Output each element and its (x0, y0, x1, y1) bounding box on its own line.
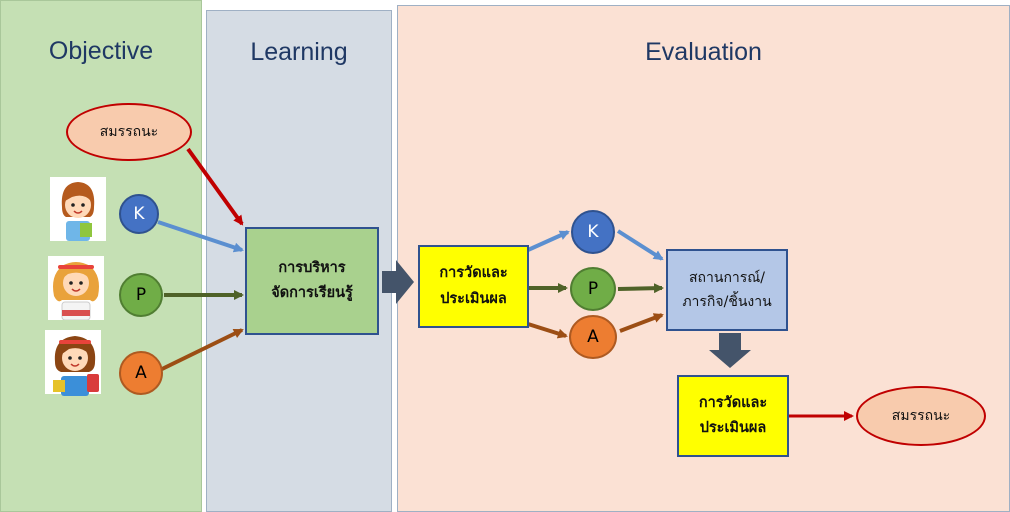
measurement-box-1: การวัดและ ประเมินผล (418, 245, 529, 328)
measurement-2-line-1: การวัดและ (698, 394, 768, 411)
situation-line-1: สถานการณ์/ (688, 269, 765, 286)
arrow-a-to-situation (619, 313, 664, 333)
block-arrow-down (709, 333, 751, 368)
situation-line-2: ภารกิจ/ชิ้นงาน (682, 294, 772, 310)
block-arrow-right (382, 260, 414, 304)
competency-ellipse-top: สมรรถนะ (66, 103, 192, 161)
p-circle-left: P (119, 273, 163, 317)
learning-management-box: การบริหาร จัดการเรียนรู้ (245, 227, 379, 335)
arrow-measure-to-a (527, 322, 568, 339)
p-circle-right: P (570, 267, 616, 311)
student-girl-3-icon (45, 330, 101, 396)
arrow-competency-to-learning (186, 147, 244, 226)
k-circle-left: K (119, 194, 159, 234)
arrow-k-to-situation (616, 229, 664, 261)
learning-management-line-1: การบริหาร (278, 259, 346, 276)
arrow-p-to-situation (617, 283, 664, 294)
arrow-a-to-learning (159, 328, 244, 372)
learning-management-line-2: จัดการเรียนรู้ (271, 285, 353, 301)
objective-title: Objective (48, 37, 154, 65)
measurement-box-2: การวัดและ ประเมินผล (677, 375, 789, 457)
situation-task-box: สถานการณ์/ ภารกิจ/ชิ้นงาน (666, 249, 788, 331)
student-girl-1-icon (50, 177, 106, 241)
k-circle-right: K (571, 210, 615, 254)
evaluation-title: Evaluation (645, 38, 762, 66)
competency-ellipse-bottom: สมรรถนะ (856, 386, 986, 446)
measurement-1-line-1: การวัดและ (439, 265, 508, 282)
a-circle-right: A (569, 315, 617, 359)
student-girl-2-icon (48, 256, 104, 321)
measurement-2-line-2: ประเมินผล (699, 420, 767, 436)
arrow-measure-to-k (527, 230, 570, 252)
measurement-1-line-2: ประเมินผล (440, 290, 507, 307)
a-circle-left: A (119, 351, 163, 395)
arrow-k-to-learning (157, 220, 244, 253)
learning-title: Learning (250, 38, 348, 66)
